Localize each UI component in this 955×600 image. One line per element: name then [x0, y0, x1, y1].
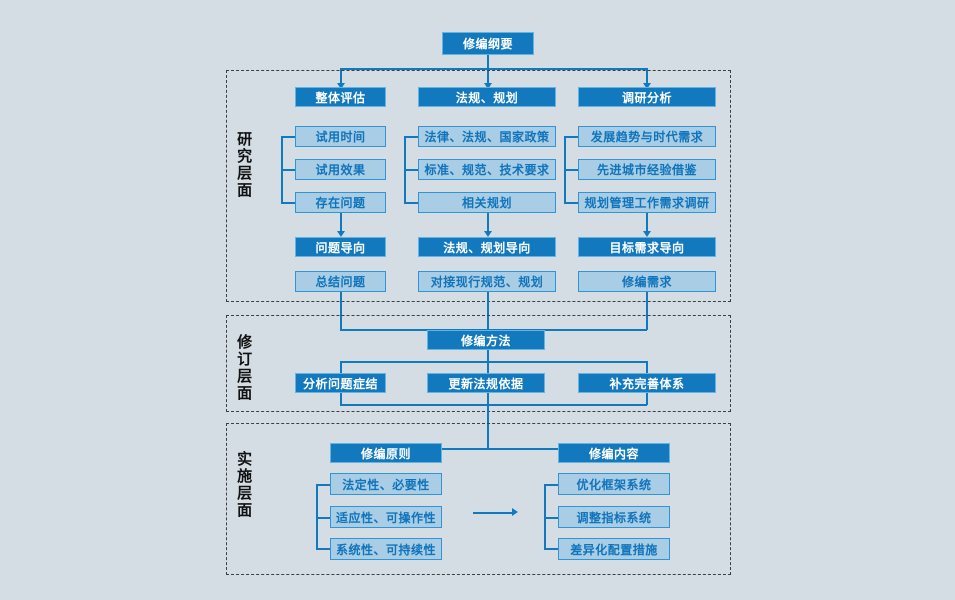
arrowhead-col1 [337, 83, 345, 89]
node-research-col1-item-1: 试用效果 [295, 159, 386, 180]
node-revision-header: 修编方法 [427, 330, 545, 350]
node-revision-item-0: 分析问题症结 [295, 373, 386, 393]
connector-revision-out-3 [646, 393, 648, 405]
node-research-col3-item-0: 发展趋势与时代需求 [578, 126, 716, 147]
connector-impl-bus [386, 448, 614, 450]
node-research-col2-item-2: 相关规划 [418, 192, 556, 213]
arrowhead-col3-orientation [643, 231, 651, 237]
layer-research-container [226, 70, 731, 302]
node-research-col1-header: 整体评估 [295, 87, 386, 107]
connector-outcome1-down [340, 292, 342, 330]
arrowhead-col1-orientation [337, 231, 345, 237]
connector-revision-out-1 [340, 393, 342, 405]
node-impl-group1-header: 修编原则 [330, 443, 442, 463]
bracket-stub-col1-0 [281, 136, 295, 138]
node-research-col2-item-1: 标准、规范、技术要求 [418, 159, 556, 180]
bracket-stub-col3-2 [564, 202, 578, 204]
node-research-col2-outcome: 对接现行规范、规划 [418, 271, 556, 292]
layer-implementation-container [226, 423, 731, 575]
layer-revision-label: 修订层面 [235, 334, 253, 402]
connector-revision-drop-1 [340, 361, 342, 374]
node-revision-item-1: 更新法规依据 [427, 373, 545, 393]
connector-revision-bus [340, 361, 647, 363]
layer-research-label: 研究层面 [235, 131, 253, 199]
connector-drop-col2 [487, 68, 489, 84]
arrowhead-col3 [643, 83, 651, 89]
node-revision-item-2: 补充完善体系 [578, 373, 716, 393]
connector-outcome3-down [646, 292, 648, 330]
connector-title-bus [340, 68, 647, 70]
node-research-col1-outcome: 总结问题 [295, 271, 386, 292]
connector-drop-col3 [646, 68, 648, 84]
arrowhead-col2 [484, 83, 492, 89]
node-research-col1-item-0: 试用时间 [295, 126, 386, 147]
node-research-col3-item-1: 先进城市经验借鉴 [578, 159, 716, 180]
bracket-stub-col2-1 [404, 169, 418, 171]
node-research-col2-item-0: 法律、法规、国家政策 [418, 126, 556, 147]
node-impl-group2-header: 修编内容 [558, 443, 670, 463]
node-title-outline: 修编纲要 [442, 32, 534, 55]
connector-col2-to-orientation [487, 213, 489, 232]
bracket-stub-col3-0 [564, 136, 578, 138]
connector-revision-drop-3 [646, 361, 648, 374]
bracket-stub-col1-2 [281, 202, 295, 204]
arrowhead-col2-orientation [484, 231, 492, 237]
bracket-stub-impl-g2-0 [544, 484, 558, 486]
connector-revision-drop-2 [487, 361, 489, 374]
node-impl-group1-item-1: 适应性、可操作性 [330, 506, 442, 528]
node-research-col1-item-2: 存在问题 [295, 192, 386, 213]
bracket-spine-impl-group2 [544, 484, 546, 549]
bracket-stub-col2-2 [404, 202, 418, 204]
connector-outcome2-down [487, 292, 489, 330]
connector-col3-to-orientation [646, 213, 648, 232]
connector-revision-stem [487, 350, 489, 362]
node-research-col3-header: 调研分析 [578, 87, 716, 107]
connector-revision-out-stem [487, 393, 489, 449]
bracket-stub-col3-1 [564, 169, 578, 171]
bracket-stub-impl-g1-1 [316, 517, 330, 519]
connector-col1-to-orientation [340, 213, 342, 232]
connector-merge-bus [340, 329, 647, 331]
bracket-spine-impl-group1 [316, 484, 318, 549]
connector-drop-col1 [340, 68, 342, 84]
node-research-col1-orientation: 问题导向 [295, 237, 386, 257]
arrowhead-impl-crossover [512, 508, 518, 516]
bracket-stub-col1-1 [281, 169, 295, 171]
node-research-col3-outcome: 修编需求 [578, 271, 716, 292]
node-research-col3-orientation: 目标需求导向 [578, 237, 716, 257]
layer-implementation-label: 实施层面 [235, 451, 253, 519]
node-research-col2-orientation: 法规、规划导向 [418, 237, 556, 257]
node-research-col2-header: 法规、规划 [418, 87, 556, 107]
node-impl-group1-item-0: 法定性、必要性 [330, 473, 442, 495]
node-impl-group2-item-1: 调整指标系统 [558, 506, 670, 528]
bracket-stub-impl-g2-1 [544, 517, 558, 519]
bracket-stub-col2-0 [404, 136, 418, 138]
node-impl-group1-item-2: 系统性、可持续性 [330, 538, 442, 560]
bracket-stub-impl-g2-2 [544, 548, 558, 550]
connector-impl-crossover [473, 512, 513, 514]
connector-title-stem [487, 55, 489, 69]
node-impl-group2-item-2: 差异化配置措施 [558, 538, 670, 560]
layer-revision-container [226, 315, 731, 412]
bracket-stub-impl-g1-2 [316, 548, 330, 550]
node-research-col3-item-2: 规划管理工作需求调研 [578, 192, 716, 213]
bracket-stub-impl-g1-0 [316, 484, 330, 486]
connector-revision-out-bus [340, 404, 647, 406]
node-impl-group2-item-0: 优化框架系统 [558, 473, 670, 495]
